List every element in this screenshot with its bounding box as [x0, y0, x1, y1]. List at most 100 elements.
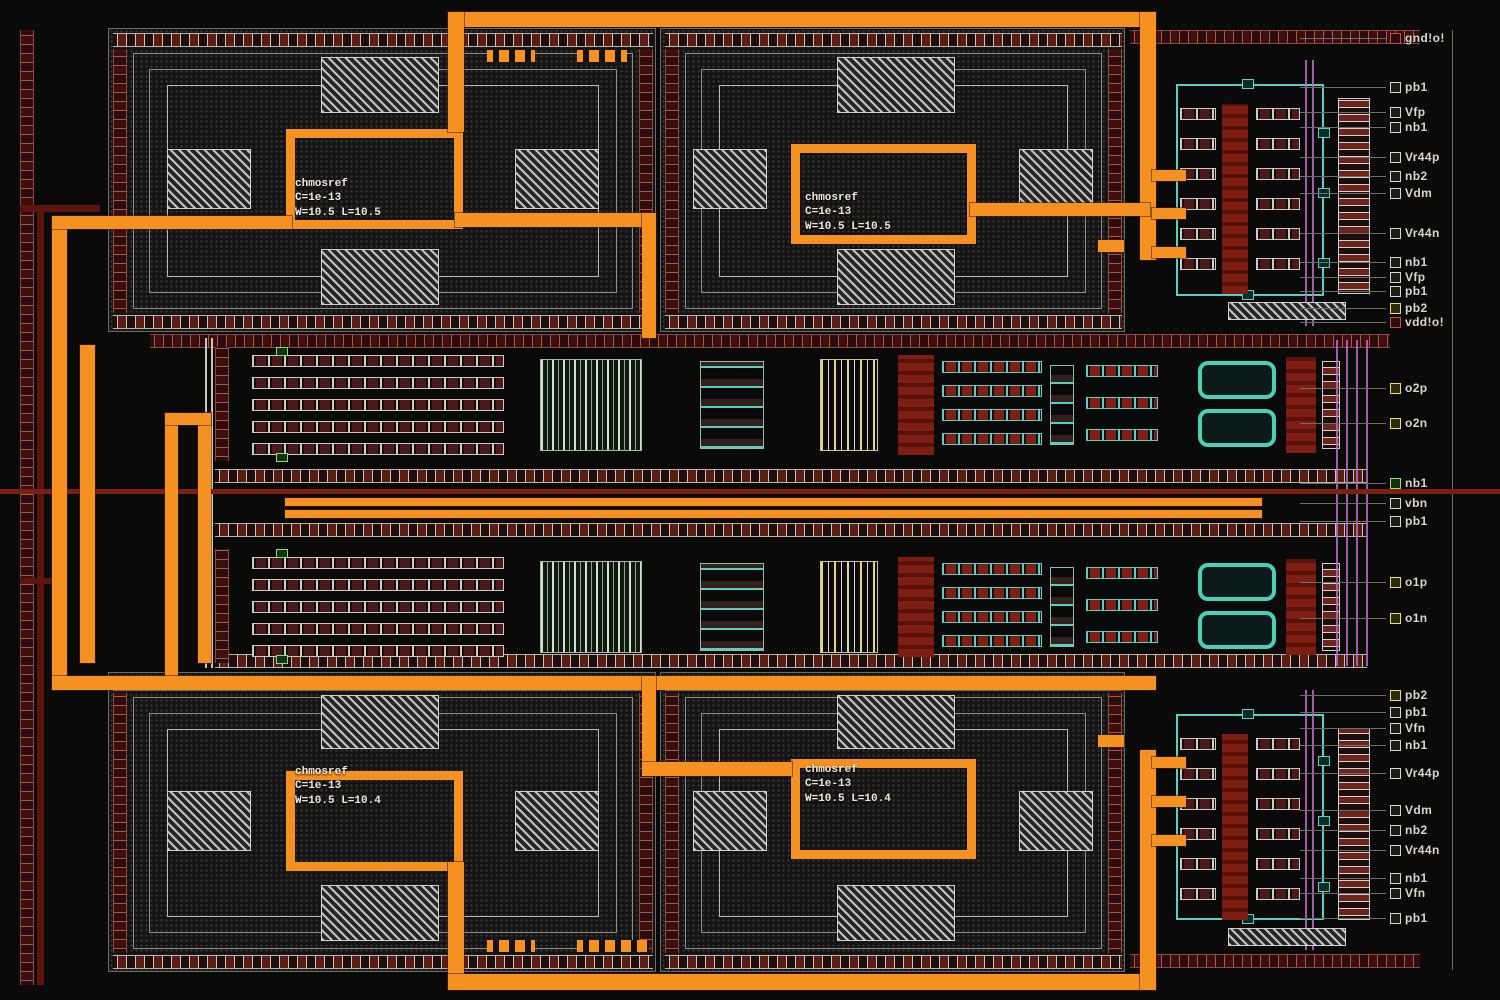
- routing-loop[interactable]: [286, 129, 463, 229]
- pin-gnd[interactable]: gnd!o!: [1300, 31, 1496, 45]
- pin-square[interactable]: [1390, 689, 1401, 701]
- device-label[interactable]: chmosref C=1e-13 W=10.5 L=10.4: [805, 763, 891, 806]
- cap-block-bottom-left[interactable]: chmosref C=1e-13 W=10.5 L=10.4: [108, 672, 656, 972]
- device-label[interactable]: chmosref C=1e-13 W=10.5 L=10.5: [295, 177, 381, 220]
- pin-square[interactable]: [1390, 706, 1401, 718]
- pin-square[interactable]: [1390, 497, 1401, 509]
- orange-trunk[interactable]: [642, 676, 656, 776]
- pin-vdd[interactable]: vdd!o!: [1300, 315, 1496, 329]
- orange-branch[interactable]: [970, 203, 1150, 216]
- transistor-fingers[interactable]: [540, 561, 642, 653]
- pin-pb1-b2[interactable]: pb1: [1300, 911, 1496, 925]
- poly-fingers[interactable]: [820, 359, 878, 451]
- routing-loop[interactable]: [791, 144, 976, 244]
- pin-o1n[interactable]: o1n: [1300, 611, 1496, 625]
- pin-square[interactable]: [1390, 382, 1401, 394]
- pin-square[interactable]: [1390, 187, 1401, 199]
- pin-square[interactable]: [1390, 872, 1401, 884]
- transistor-fingers[interactable]: [540, 359, 642, 451]
- orange-trunk[interactable]: [1140, 12, 1156, 260]
- output-driver[interactable]: [1198, 361, 1276, 399]
- pin-square[interactable]: [1390, 302, 1401, 314]
- pin-square[interactable]: [1390, 824, 1401, 836]
- orange-branch[interactable]: [165, 413, 211, 425]
- pin-square[interactable]: [1390, 256, 1401, 268]
- pin-o2p[interactable]: o2p: [1300, 381, 1496, 395]
- pin-nb1-mid[interactable]: nb1: [1300, 476, 1496, 490]
- device-label[interactable]: chmosref C=1e-13 W=10.5 L=10.5: [805, 191, 891, 234]
- pin-square[interactable]: [1390, 81, 1401, 93]
- cap-block-top-middle[interactable]: chmosref C=1e-13 W=10.5 L=10.5: [660, 28, 1125, 332]
- output-driver[interactable]: [1198, 563, 1276, 601]
- orange-branch[interactable]: [642, 762, 792, 776]
- pin-nb1[interactable]: nb1: [1300, 120, 1496, 134]
- routing-loop[interactable]: [286, 771, 463, 871]
- pin-vdm[interactable]: Vdm: [1300, 186, 1496, 200]
- orange-bus-mid-1[interactable]: [285, 498, 1262, 506]
- orange-bus-bottom[interactable]: [448, 974, 1156, 990]
- via-stack[interactable]: [700, 563, 764, 651]
- orange-trunk[interactable]: [198, 413, 211, 663]
- pin-nb1b[interactable]: nb1: [1300, 255, 1496, 269]
- pin-square[interactable]: [1390, 612, 1401, 624]
- pin-nb1-b2[interactable]: nb1: [1300, 871, 1496, 885]
- pin-pb1-mid[interactable]: pb1: [1300, 514, 1496, 528]
- orange-branch[interactable]: [52, 216, 292, 229]
- pin-o2n[interactable]: o2n: [1300, 416, 1496, 430]
- bias-block-bottom-right[interactable]: [1162, 690, 1394, 952]
- pin-square[interactable]: [1390, 170, 1401, 182]
- output-driver[interactable]: [1198, 409, 1276, 447]
- orange-trunk[interactable]: [448, 12, 464, 132]
- pin-nb1-b[interactable]: nb1: [1300, 738, 1496, 752]
- pin-square[interactable]: [1390, 285, 1401, 297]
- pin-square[interactable]: [1390, 271, 1401, 283]
- pin-vr44n[interactable]: Vr44n: [1300, 226, 1496, 240]
- pin-square[interactable]: [1390, 151, 1401, 163]
- pin-vfn-b[interactable]: Vfn: [1300, 886, 1496, 900]
- pin-pb1b[interactable]: pb1: [1300, 284, 1496, 298]
- pin-square[interactable]: [1390, 106, 1401, 118]
- orange-bus-mid-2[interactable]: [285, 510, 1262, 518]
- orange-trunk-left[interactable]: [52, 216, 67, 690]
- via-stack[interactable]: [700, 361, 764, 449]
- pin-vfpb[interactable]: Vfp: [1300, 270, 1496, 284]
- pin-square[interactable]: [1390, 844, 1401, 856]
- orange-bus-seam[interactable]: [52, 676, 1156, 690]
- pin-square[interactable]: [1390, 739, 1401, 751]
- pin-vfp[interactable]: Vfp: [1300, 105, 1496, 119]
- pin-pb2[interactable]: pb2: [1300, 301, 1496, 315]
- cap-block-bottom-middle[interactable]: chmosref C=1e-13 W=10.5 L=10.4: [660, 672, 1125, 972]
- pin-pb1[interactable]: pb1: [1300, 80, 1496, 94]
- pin-vfn[interactable]: Vfn: [1300, 721, 1496, 735]
- pin-square[interactable]: [1390, 477, 1401, 489]
- pin-nb2[interactable]: nb2: [1300, 169, 1496, 183]
- pin-vr44n-b[interactable]: Vr44n: [1300, 843, 1496, 857]
- pin-square[interactable]: [1390, 121, 1401, 133]
- pin-vr44p[interactable]: Vr44p: [1300, 150, 1496, 164]
- cap-block-top-left[interactable]: chmosref C=1e-13 W=10.5 L=10.5: [108, 28, 656, 332]
- pin-square[interactable]: [1390, 417, 1401, 429]
- pin-vdm-b[interactable]: Vdm: [1300, 803, 1496, 817]
- pin-square[interactable]: [1390, 767, 1401, 779]
- pin-square[interactable]: [1390, 887, 1401, 899]
- orange-trunk[interactable]: [1140, 750, 1156, 990]
- pin-square[interactable]: [1390, 912, 1401, 924]
- pin-square[interactable]: [1390, 722, 1401, 734]
- orange-trunk[interactable]: [165, 413, 178, 681]
- pin-vbn[interactable]: vbn: [1300, 496, 1496, 510]
- pin-square[interactable]: [1390, 316, 1401, 328]
- bias-block-top-right[interactable]: [1162, 58, 1394, 326]
- pin-vr44p-b[interactable]: Vr44p: [1300, 766, 1496, 780]
- pin-square[interactable]: [1390, 515, 1401, 527]
- orange-trunk[interactable]: [448, 862, 464, 988]
- pin-square[interactable]: [1390, 227, 1401, 239]
- pin-square[interactable]: [1390, 576, 1401, 588]
- orange-branch[interactable]: [455, 213, 655, 227]
- pin-pb2-b[interactable]: pb2: [1300, 688, 1496, 702]
- pin-nb2-b[interactable]: nb2: [1300, 823, 1496, 837]
- device-label[interactable]: chmosref C=1e-13 W=10.5 L=10.4: [295, 765, 381, 808]
- orange-trunk-left[interactable]: [80, 345, 95, 663]
- output-driver[interactable]: [1198, 611, 1276, 649]
- orange-trunk[interactable]: [642, 213, 656, 338]
